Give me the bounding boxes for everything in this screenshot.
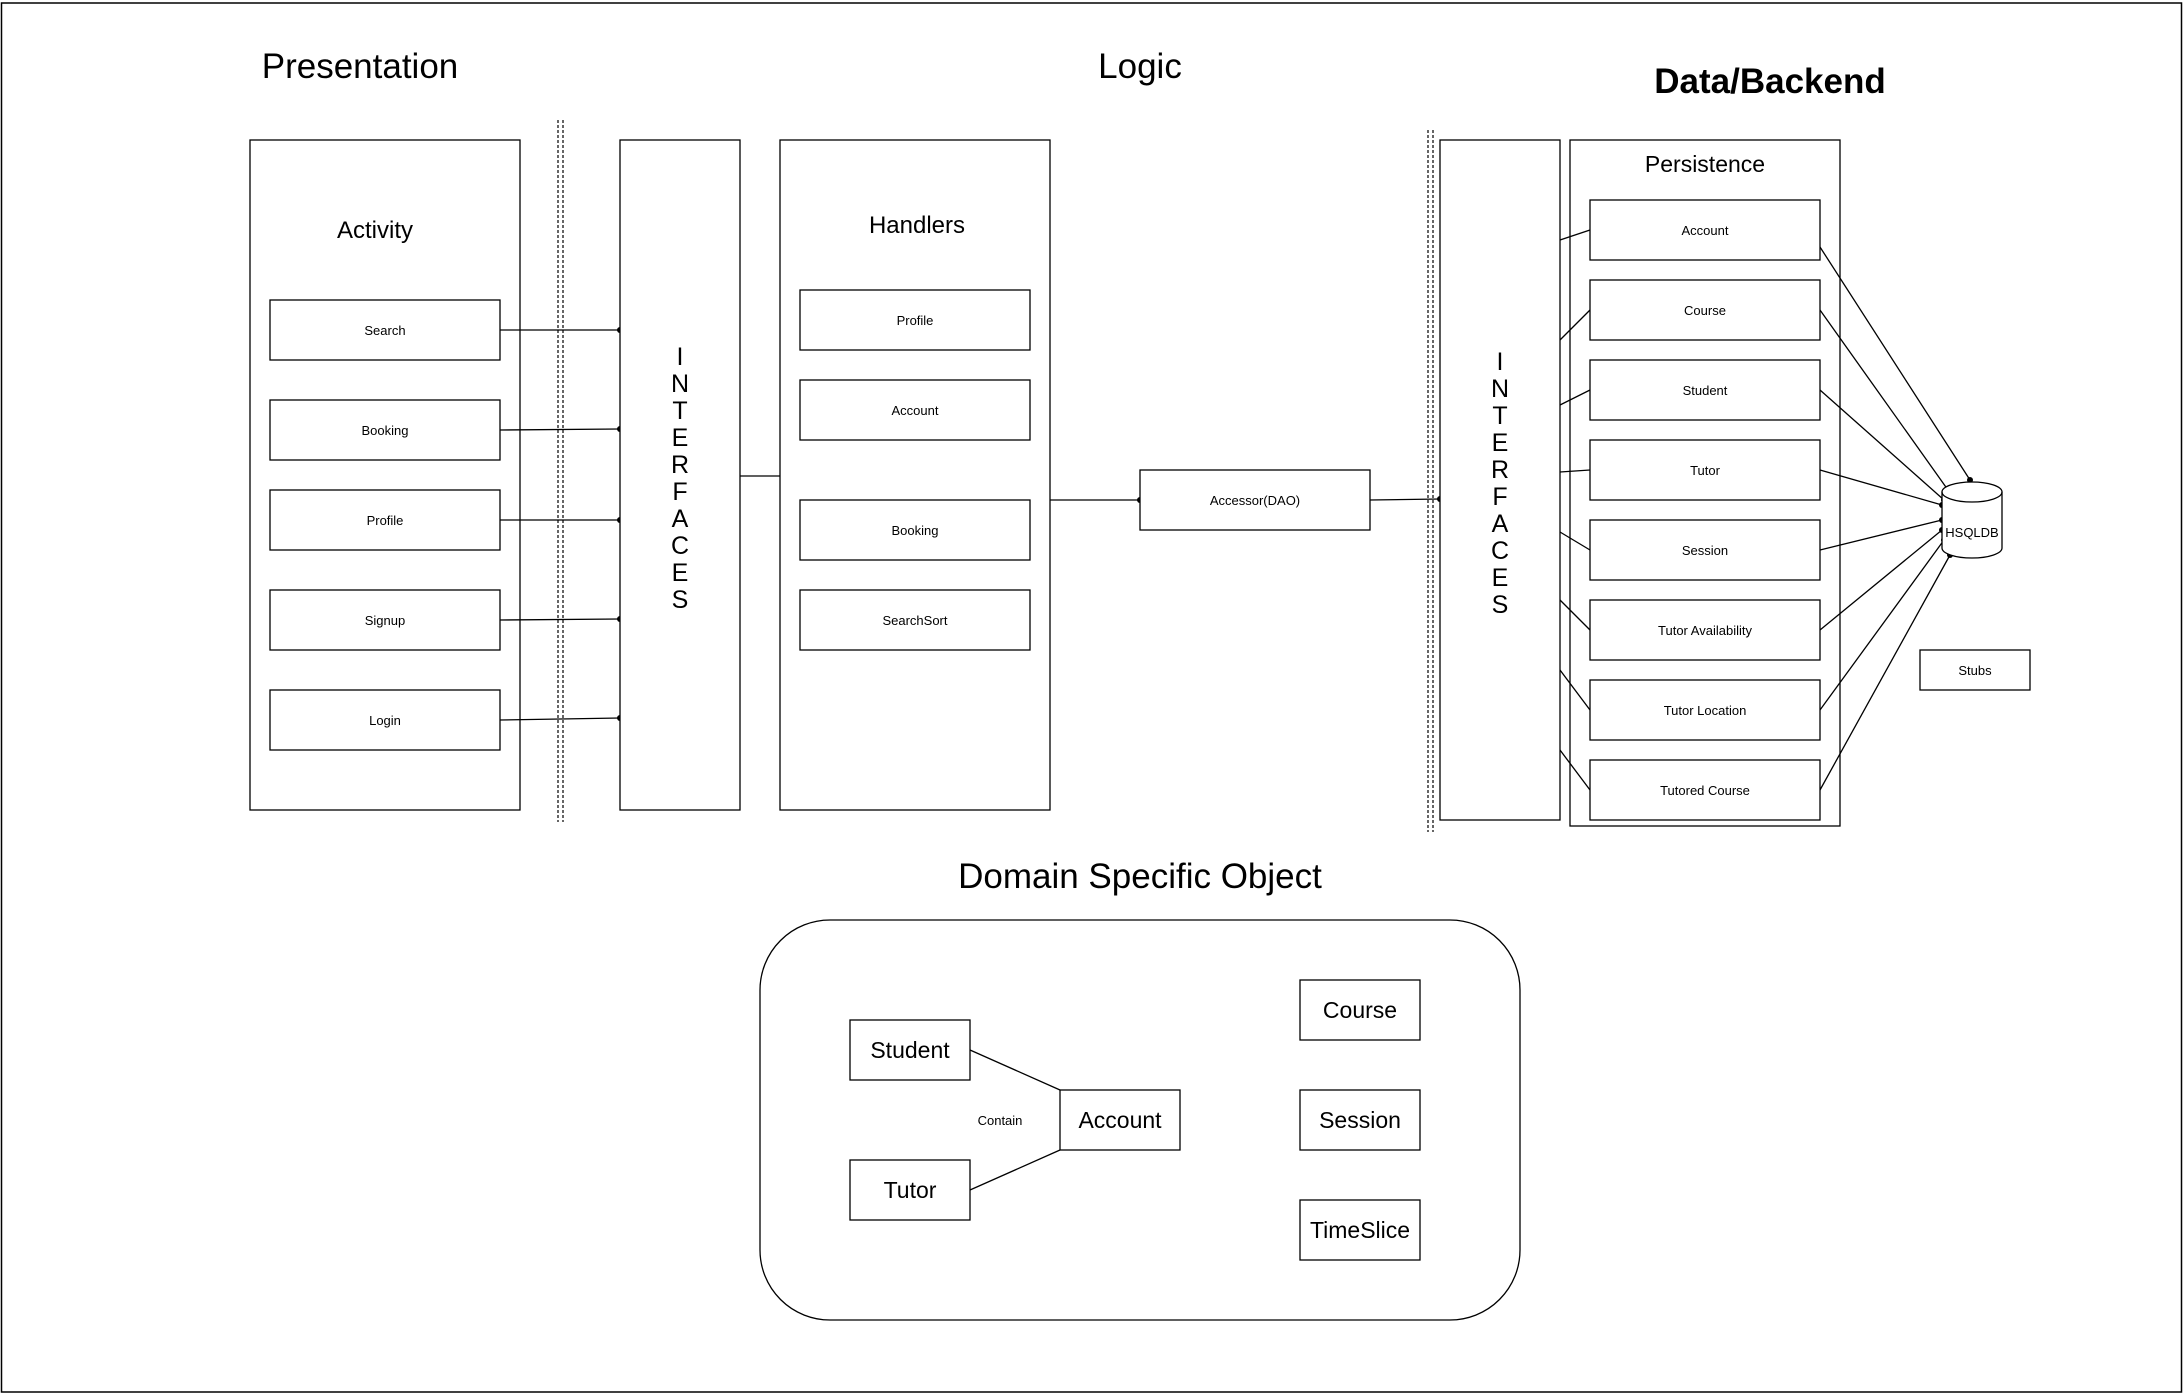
domain-tutor-label: Tutor [884,1177,937,1203]
svg-text:F: F [1492,483,1507,511]
handler-item-searchsort: SearchSort [799,589,1031,651]
svg-text:A: A [672,505,689,533]
handler-item-label: Booking [892,523,939,538]
activity-item-label: Booking [362,423,409,438]
domain-tutor-box: Tutor [849,1159,971,1221]
logic-heading: Logic [1098,47,1182,86]
domain-course-label: Course [1323,997,1397,1023]
domain-account-label: Account [1078,1107,1162,1133]
svg-text:F: F [672,478,687,506]
svg-text:N: N [1491,375,1509,403]
persistence-item-tutored-course: Tutored Course [1589,759,1821,821]
domain-student-label: Student [870,1037,950,1063]
handlers-lane [779,139,1051,811]
domain-relations [969,1049,1061,1191]
activity-item-label: Profile [367,513,404,528]
persistence-item-student: Student [1589,359,1821,421]
handler-item-label: Account [892,403,939,418]
domain-student-box: Student [849,1019,971,1081]
activity-item-profile: Profile [269,489,501,551]
svg-text:S: S [672,586,689,614]
activity-item-label: Search [364,323,405,338]
persistence-item-label: Course [1684,303,1726,318]
domain-session-box: Session [1299,1089,1421,1151]
interfaces-left-label: I N T E R F A C E S [671,343,689,614]
handler-item-account: Account [799,379,1031,441]
persistence-item-tutor-availability: Tutor Availability [1589,599,1821,661]
persistence-item-account: Account [1589,199,1821,261]
persistence-entry-connectors [1559,229,1591,791]
persistence-item-label: Student [1683,383,1728,398]
persistence-item-label: Tutor [1690,463,1721,478]
accessor-dao-box: Accessor(DAO) [1139,469,1371,531]
svg-text:T: T [1492,402,1507,430]
persistence-item-course: Course [1589,279,1821,341]
persistence-title: Persistence [1645,151,1765,177]
domain-session-label: Session [1319,1107,1401,1133]
activity-item-search: Search [269,299,501,361]
svg-text:I: I [1497,348,1504,376]
hsqldb-label: HSQLDB [1945,525,1998,540]
svg-text:E: E [1492,564,1509,592]
stubs-box: Stubs [1919,649,2031,691]
interfaces-right-label: I N T E R F A C E S [1491,348,1509,619]
svg-text:E: E [1492,429,1509,457]
handler-item-label: Profile [897,313,934,328]
activity-item-login: Login [269,689,501,751]
svg-text:C: C [1491,537,1509,565]
separator-left [557,120,564,822]
handler-item-profile: Profile [799,289,1031,351]
domain-account-box: Account [1059,1089,1181,1151]
accessor-dao-label: Accessor(DAO) [1210,493,1300,508]
svg-text:S: S [1492,591,1509,619]
stubs-label: Stubs [1958,663,1992,678]
activity-item-booking: Booking [269,399,501,461]
interfaces-right-lane [1439,139,1561,821]
handler-item-label: SearchSort [882,613,947,628]
persistence-item-tutor-location: Tutor Location [1589,679,1821,741]
svg-text:N: N [671,370,689,398]
svg-text:C: C [671,532,689,560]
domain-timeslice-label: TimeSlice [1310,1217,1410,1243]
data-backend-heading: Data/Backend [1654,62,1885,101]
svg-text:A: A [1492,510,1509,538]
activity-item-label: Login [369,713,401,728]
activity-item-label: Signup [365,613,405,628]
svg-text:T: T [672,397,687,425]
hsqldb-database-icon: HSQLDB [1941,481,2003,559]
svg-text:I: I [677,343,684,371]
persistence-item-label: Tutor Location [1664,703,1747,718]
handlers-title: Handlers [869,212,965,239]
interfaces-left-lane [619,139,741,811]
svg-text:R: R [671,451,689,479]
presentation-heading: Presentation [262,47,459,86]
svg-text:E: E [672,424,689,452]
domain-heading: Domain Specific Object [958,857,1322,896]
persistence-item-label: Tutored Course [1660,783,1750,798]
separator-right [1427,130,1434,832]
domain-timeslice-box: TimeSlice [1299,1199,1421,1261]
activity-item-signup: Signup [269,589,501,651]
persistence-item-label: Tutor Availability [1658,623,1752,638]
persistence-item-tutor: Tutor [1589,439,1821,501]
persistence-item-label: Session [1682,543,1728,558]
handler-item-booking: Booking [799,499,1031,561]
activity-title: Activity [337,217,413,244]
svg-text:R: R [1491,456,1509,484]
contain-relation-label: Contain [978,1113,1023,1128]
persistence-item-label: Account [1682,223,1729,238]
svg-text:E: E [672,559,689,587]
domain-course-box: Course [1299,979,1421,1041]
persistence-item-session: Session [1589,519,1821,581]
